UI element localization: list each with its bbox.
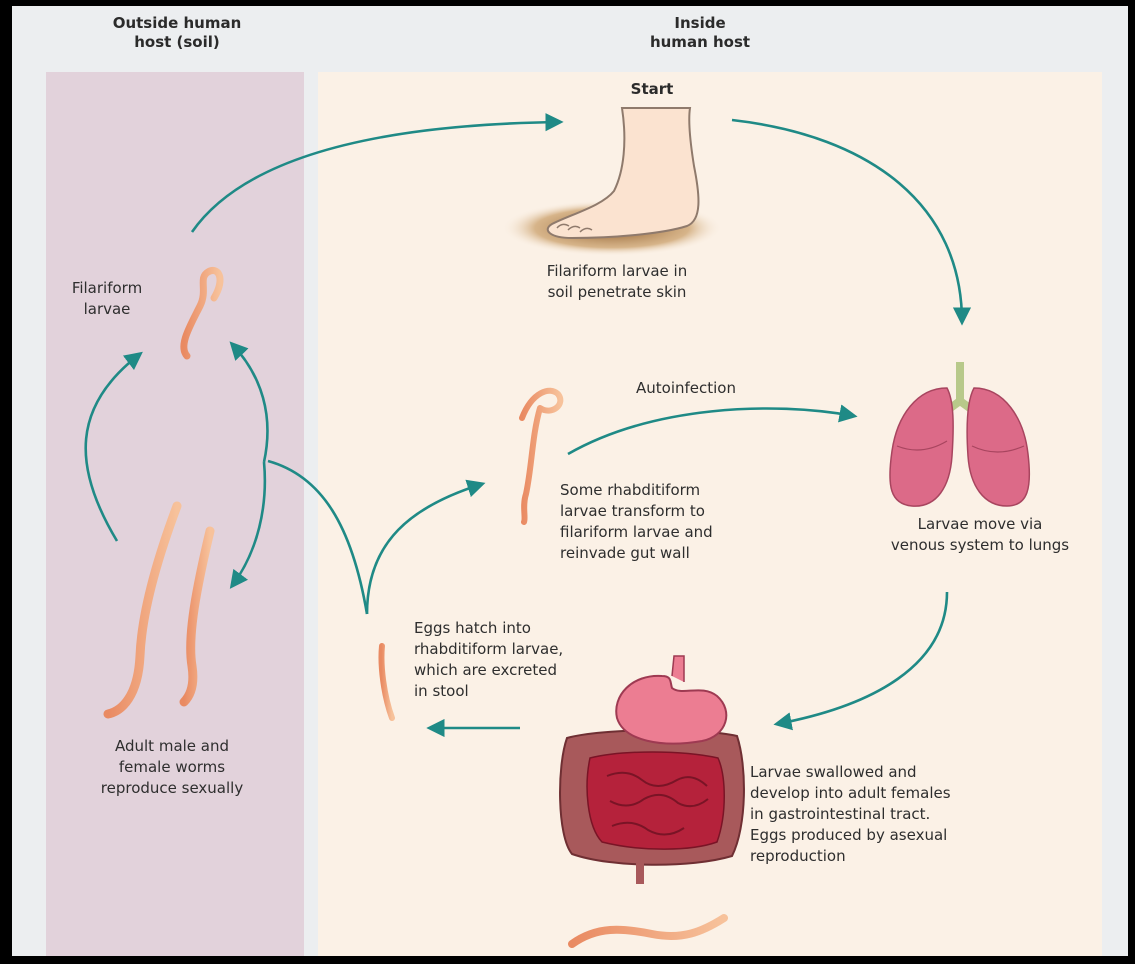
arrow-to-lungs bbox=[732, 120, 962, 322]
arrow-autoinfection bbox=[568, 408, 854, 454]
arrow-to-soil bbox=[268, 461, 367, 614]
outside-host-header: Outside human host (soil) bbox=[72, 14, 282, 52]
rhabditiform-larva-worm bbox=[522, 391, 560, 522]
arrow-down-adults bbox=[232, 462, 265, 586]
transform-label: Some rhabditiform larvae transform to fi… bbox=[560, 480, 780, 564]
skin-penetration-label: Filariform larvae in soil penetrate skin bbox=[517, 261, 717, 303]
foot-icon bbox=[548, 108, 699, 238]
figure-frame: Outside human host (soil) Inside human h… bbox=[12, 6, 1128, 956]
adult-worm-right bbox=[184, 531, 210, 702]
egg-larva-worm bbox=[381, 646, 392, 718]
filariform-larva-worm bbox=[184, 270, 220, 356]
arrow-to-filariform bbox=[86, 354, 140, 541]
arrow-to-skin bbox=[192, 122, 560, 232]
lungs-label: Larvae move via venous system to lungs bbox=[860, 514, 1100, 556]
stool-worm bbox=[572, 918, 724, 944]
adult-worm-left bbox=[108, 506, 177, 714]
arrow-to-gut bbox=[777, 592, 947, 724]
inside-host-header: Inside human host bbox=[620, 14, 780, 52]
arrow-to-transform bbox=[367, 484, 482, 614]
arrow-up-filariform bbox=[232, 344, 267, 462]
lungs-icon bbox=[890, 362, 1029, 506]
gi-tract-label: Larvae swallowed and develop into adult … bbox=[750, 762, 1050, 867]
start-label: Start bbox=[612, 80, 692, 99]
eggs-hatch-label: Eggs hatch into rhabditiform larvae, whi… bbox=[414, 618, 624, 702]
autoinfection-label: Autoinfection bbox=[636, 378, 796, 399]
adult-worms-label: Adult male and female worms reproduce se… bbox=[57, 736, 287, 799]
filariform-larvae-label: Filariform larvae bbox=[57, 278, 157, 320]
